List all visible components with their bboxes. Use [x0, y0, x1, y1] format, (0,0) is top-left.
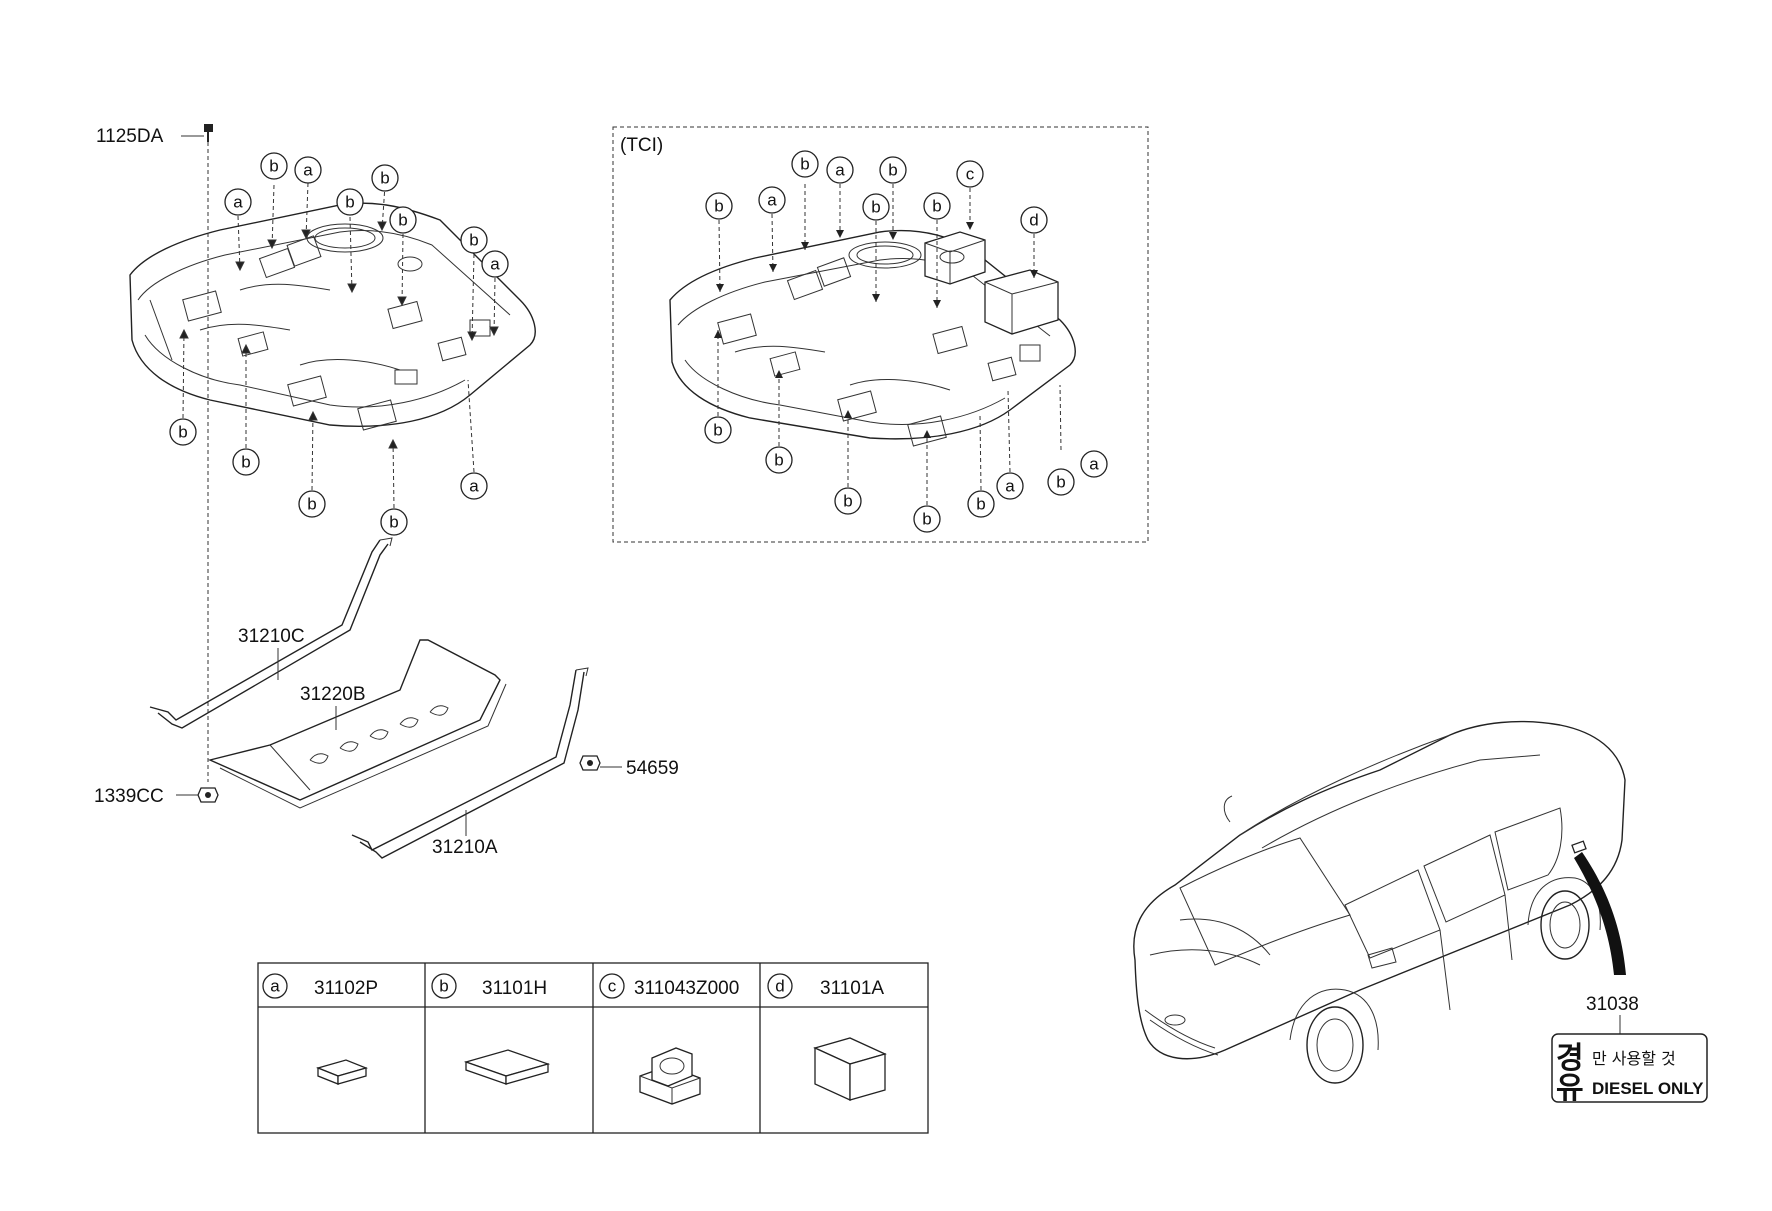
strap-31210c	[149, 537, 393, 729]
svg-text:d: d	[1029, 211, 1038, 230]
svg-text:b: b	[932, 197, 941, 216]
svg-text:a: a	[835, 161, 845, 180]
svg-text:b: b	[398, 211, 407, 230]
car-illustration	[1133, 720, 1626, 1084]
pad-small-icon	[315, 1059, 369, 1085]
svg-text:b: b	[1056, 473, 1065, 492]
callouts-left-tank: a b a b b b b a b b b b a	[169, 152, 509, 536]
svg-text:b: b	[469, 231, 478, 250]
nut-54659-icon	[579, 755, 601, 771]
svg-text:a: a	[469, 477, 479, 496]
svg-text:31101A: 31101A	[820, 978, 884, 999]
svg-text:31101H: 31101H	[482, 978, 547, 999]
part-label-31210c: 31210C	[238, 626, 305, 647]
legend-cell-b: b 31101H	[431, 973, 551, 1085]
part-label-31038: 31038	[1586, 994, 1639, 1015]
svg-text:b: b	[774, 451, 783, 470]
legend-table: a 31102P b 31101H c 311043Z000	[257, 962, 929, 1134]
svg-text:경: 경	[1556, 1041, 1584, 1076]
diesel-only-label: 경 유 만 사용할 것 DIESEL ONLY	[1551, 1033, 1708, 1106]
svg-text:b: b	[871, 198, 880, 217]
pad-large-icon	[463, 1049, 551, 1085]
fuel-door-arrow	[1574, 852, 1626, 975]
fuel-tank-main	[129, 202, 536, 431]
nut-1339cc-icon	[197, 787, 219, 803]
fuel-tank-tci	[669, 229, 1076, 447]
svg-text:b: b	[269, 157, 278, 176]
part-label-31220b: 31220B	[300, 684, 366, 705]
svg-text:b: b	[380, 169, 389, 188]
tci-variant-frame	[612, 126, 1149, 543]
svg-text:311043Z000: 311043Z000	[634, 978, 739, 999]
callouts-tci-tank: b a b a b b b c d b b b b b a b a	[704, 150, 1108, 533]
svg-text:a: a	[1089, 455, 1099, 474]
svg-text:유: 유	[1556, 1071, 1584, 1106]
svg-text:b: b	[714, 197, 723, 216]
part-label-1339cc: 1339CC	[94, 786, 164, 807]
part-label-1125da: 1125DA	[96, 126, 164, 147]
svg-text:d: d	[775, 977, 784, 996]
svg-text:a: a	[767, 191, 777, 210]
svg-text:c: c	[966, 165, 975, 184]
strap-31210a	[351, 667, 589, 859]
svg-text:b: b	[922, 510, 931, 529]
legend-cell-d: d 31101A	[767, 973, 887, 1102]
svg-text:DIESEL ONLY: DIESEL ONLY	[1592, 1079, 1704, 1098]
legend-cell-a: a 31102P	[262, 973, 378, 1085]
svg-text:a: a	[270, 977, 280, 996]
svg-text:b: b	[345, 193, 354, 212]
svg-text:31102P: 31102P	[314, 978, 378, 999]
bolt-1125da-icon	[204, 124, 213, 142]
part-label-54659: 54659	[626, 758, 679, 779]
svg-text:b: b	[800, 155, 809, 174]
svg-text:b: b	[439, 977, 448, 996]
svg-text:a: a	[1005, 477, 1015, 496]
svg-text:c: c	[608, 977, 617, 996]
tci-variant-label: (TCI)	[620, 135, 663, 156]
svg-text:b: b	[178, 423, 187, 442]
svg-text:a: a	[303, 161, 313, 180]
legend-cell-c: c 311043Z000	[599, 973, 739, 1105]
svg-text:b: b	[976, 495, 985, 514]
svg-text:b: b	[843, 492, 852, 511]
protector-31220b	[207, 639, 507, 809]
svg-text:a: a	[233, 193, 243, 212]
part-label-31210a: 31210A	[432, 837, 498, 858]
block-icon	[813, 1037, 887, 1102]
svg-text:만 사용할 것: 만 사용할 것	[1592, 1049, 1676, 1068]
svg-text:b: b	[713, 421, 722, 440]
svg-text:b: b	[389, 513, 398, 532]
svg-text:b: b	[888, 161, 897, 180]
svg-text:b: b	[307, 495, 316, 514]
clip-icon	[639, 1047, 701, 1105]
svg-text:a: a	[490, 255, 500, 274]
svg-text:b: b	[241, 453, 250, 472]
